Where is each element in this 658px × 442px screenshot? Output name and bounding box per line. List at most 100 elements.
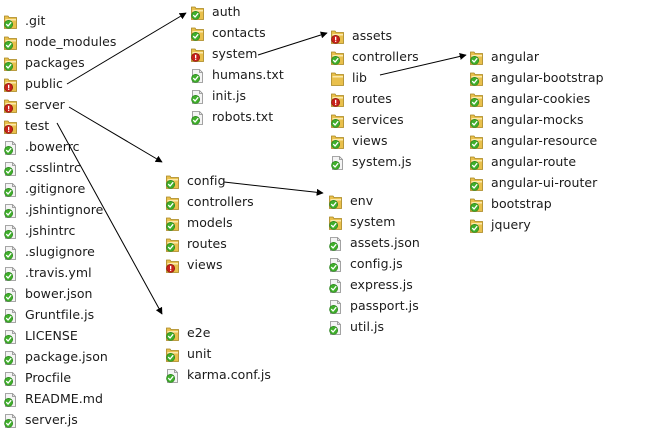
folder-item-services[interactable]: services	[331, 109, 419, 130]
folder-ok-icon	[331, 50, 344, 65]
file-item-server-js[interactable]: server.js	[4, 409, 116, 430]
item-label: angular-resource	[491, 133, 598, 148]
folder-item-angular-bootstrap[interactable]: angular-bootstrap	[470, 67, 604, 88]
file-item-gruntfile-js[interactable]: Gruntfile.js	[4, 304, 116, 325]
folder-item-git[interactable]: .git	[4, 10, 116, 31]
file-item-package-json[interactable]: package.json	[4, 346, 116, 367]
folder-item-env[interactable]: env	[329, 190, 420, 211]
item-label: system	[350, 214, 396, 229]
file-item-robots-txt[interactable]: robots.txt	[191, 106, 284, 127]
file-item-karma-conf-js[interactable]: karma.conf.js	[166, 364, 271, 385]
folder-item-routes[interactable]: routes	[166, 233, 254, 254]
item-label: README.md	[25, 391, 103, 406]
folder-item-system[interactable]: system	[329, 211, 420, 232]
file-item-express-js[interactable]: express.js	[329, 274, 420, 295]
folder-ok-icon	[331, 134, 344, 149]
folder-item-config[interactable]: config	[166, 170, 254, 191]
folder-item-controllers[interactable]: controllers	[166, 191, 254, 212]
folder-ok-icon	[166, 326, 179, 341]
file-ok-icon	[329, 320, 342, 335]
file-item-init-js[interactable]: init.js	[191, 85, 284, 106]
folder-ok-icon	[470, 113, 483, 128]
folder-item-lib[interactable]: lib	[331, 67, 419, 88]
folder-item-controllers[interactable]: controllers	[331, 46, 419, 67]
folder-item-views[interactable]: views	[166, 254, 254, 275]
folder-item-system[interactable]: system	[191, 43, 284, 64]
file-ok-icon	[4, 266, 17, 281]
folder-item-jquery[interactable]: jquery	[470, 214, 604, 235]
folder-ok-icon	[331, 113, 344, 128]
folder-item-angular-ui-router[interactable]: angular-ui-router	[470, 172, 604, 193]
file-item-slugignore[interactable]: .slugignore	[4, 241, 116, 262]
folder-item-angular[interactable]: angular	[470, 46, 604, 67]
folder-item-angular-cookies[interactable]: angular-cookies	[470, 88, 604, 109]
folder-item-e2e[interactable]: e2e	[166, 322, 271, 343]
folder-error-icon	[191, 47, 204, 62]
item-label: assets.json	[350, 235, 420, 250]
folder-ok-icon	[166, 174, 179, 189]
file-item-humans-txt[interactable]: humans.txt	[191, 64, 284, 85]
file-item-gitignore[interactable]: .gitignore	[4, 178, 116, 199]
item-label: robots.txt	[212, 109, 274, 124]
item-label: .slugignore	[25, 244, 95, 259]
item-label: test	[25, 118, 50, 133]
file-item-readme-md[interactable]: README.md	[4, 388, 116, 409]
folder-item-assets[interactable]: assets	[331, 25, 419, 46]
file-item-license[interactable]: LICENSE	[4, 325, 116, 346]
folder-item-routes[interactable]: routes	[331, 88, 419, 109]
item-label: init.js	[212, 88, 247, 103]
folder-item-angular-mocks[interactable]: angular-mocks	[470, 109, 604, 130]
folder-item-bootstrap[interactable]: bootstrap	[470, 193, 604, 214]
folder-ok-icon	[470, 134, 483, 149]
item-label: .bowerrc	[25, 139, 80, 154]
file-item-jshintrc[interactable]: .jshintrc	[4, 220, 116, 241]
file-ok-icon	[4, 350, 17, 365]
folder-item-packages[interactable]: packages	[4, 52, 116, 73]
file-item-travis-yml[interactable]: .travis.yml	[4, 262, 116, 283]
folder-item-contacts[interactable]: contacts	[191, 22, 284, 43]
file-item-config-js[interactable]: config.js	[329, 253, 420, 274]
file-item-system-js[interactable]: system.js	[331, 151, 419, 172]
folder-item-node-modules[interactable]: node_modules	[4, 31, 116, 52]
folder-item-unit[interactable]: unit	[166, 343, 271, 364]
file-item-csslintrc[interactable]: .csslintrc	[4, 157, 116, 178]
folder-item-views[interactable]: views	[331, 130, 419, 151]
file-ok-icon	[166, 368, 179, 383]
file-item-assets-json[interactable]: assets.json	[329, 232, 420, 253]
file-ok-icon	[4, 371, 17, 386]
item-label: views	[352, 133, 388, 148]
file-item-jshintignore[interactable]: .jshintignore	[4, 199, 116, 220]
file-item-util-js[interactable]: util.js	[329, 316, 420, 337]
folder-ok-icon	[470, 176, 483, 191]
folder-item-angular-resource[interactable]: angular-resource	[470, 130, 604, 151]
folder-item-angular-route[interactable]: angular-route	[470, 151, 604, 172]
item-label: config	[187, 173, 226, 188]
item-label: env	[350, 193, 374, 208]
file-ok-icon	[4, 287, 17, 302]
file-item-bowerrc[interactable]: .bowerrc	[4, 136, 116, 157]
item-label: package.json	[25, 349, 108, 364]
file-item-procfile[interactable]: Procfile	[4, 367, 116, 388]
folder-item-server[interactable]: server	[4, 94, 116, 115]
file-ok-icon	[4, 182, 17, 197]
item-label: .gitignore	[25, 181, 86, 196]
folder-error-icon	[4, 77, 17, 92]
file-item-bower-json[interactable]: bower.json	[4, 283, 116, 304]
item-label: angular-ui-router	[491, 175, 598, 190]
folder-item-test[interactable]: test	[4, 115, 116, 136]
file-item-passport-js[interactable]: passport.js	[329, 295, 420, 316]
item-label: contacts	[212, 25, 266, 40]
file-ok-icon	[4, 329, 17, 344]
folder-item-models[interactable]: models	[166, 212, 254, 233]
folder-item-public[interactable]: public	[4, 73, 116, 94]
folder-ok-icon	[470, 50, 483, 65]
folder-item-auth[interactable]: auth	[191, 1, 284, 22]
file-ok-icon	[4, 140, 17, 155]
folder-ok-icon	[470, 197, 483, 212]
file-ok-icon	[191, 110, 204, 125]
